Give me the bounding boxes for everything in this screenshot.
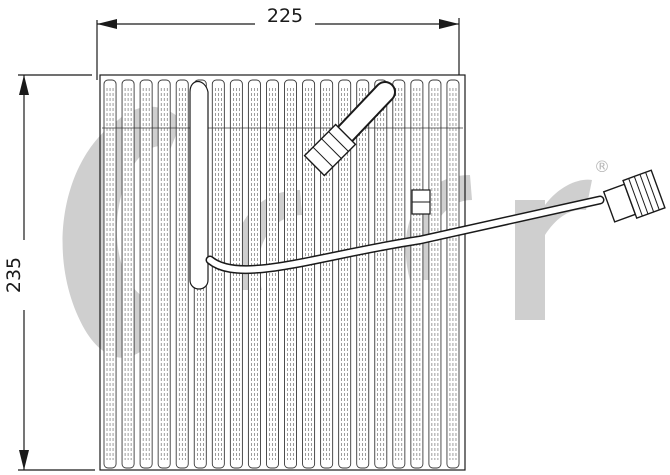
pipe-fitting-icon xyxy=(303,123,357,177)
threaded-nut-icon xyxy=(602,169,666,223)
height-arrow-bottom xyxy=(19,450,29,470)
height-label-bg xyxy=(2,240,26,310)
width-arrow-right xyxy=(439,19,459,29)
width-label-bg xyxy=(255,6,315,28)
height-arrow-top xyxy=(19,75,29,95)
return-tank xyxy=(189,80,209,290)
outlet-pipe-inner xyxy=(207,197,603,273)
watermark-letter-a xyxy=(62,106,182,358)
height-label: 235 xyxy=(3,257,25,293)
height-dimension: 235 xyxy=(2,74,95,471)
width-dimension: 225 xyxy=(96,5,460,80)
width-label: 225 xyxy=(267,5,303,27)
evaporator-core-outline xyxy=(99,74,466,471)
width-arrow-left xyxy=(97,19,117,29)
evaporator-fins xyxy=(102,79,463,469)
registered-mark: ® xyxy=(594,157,610,176)
